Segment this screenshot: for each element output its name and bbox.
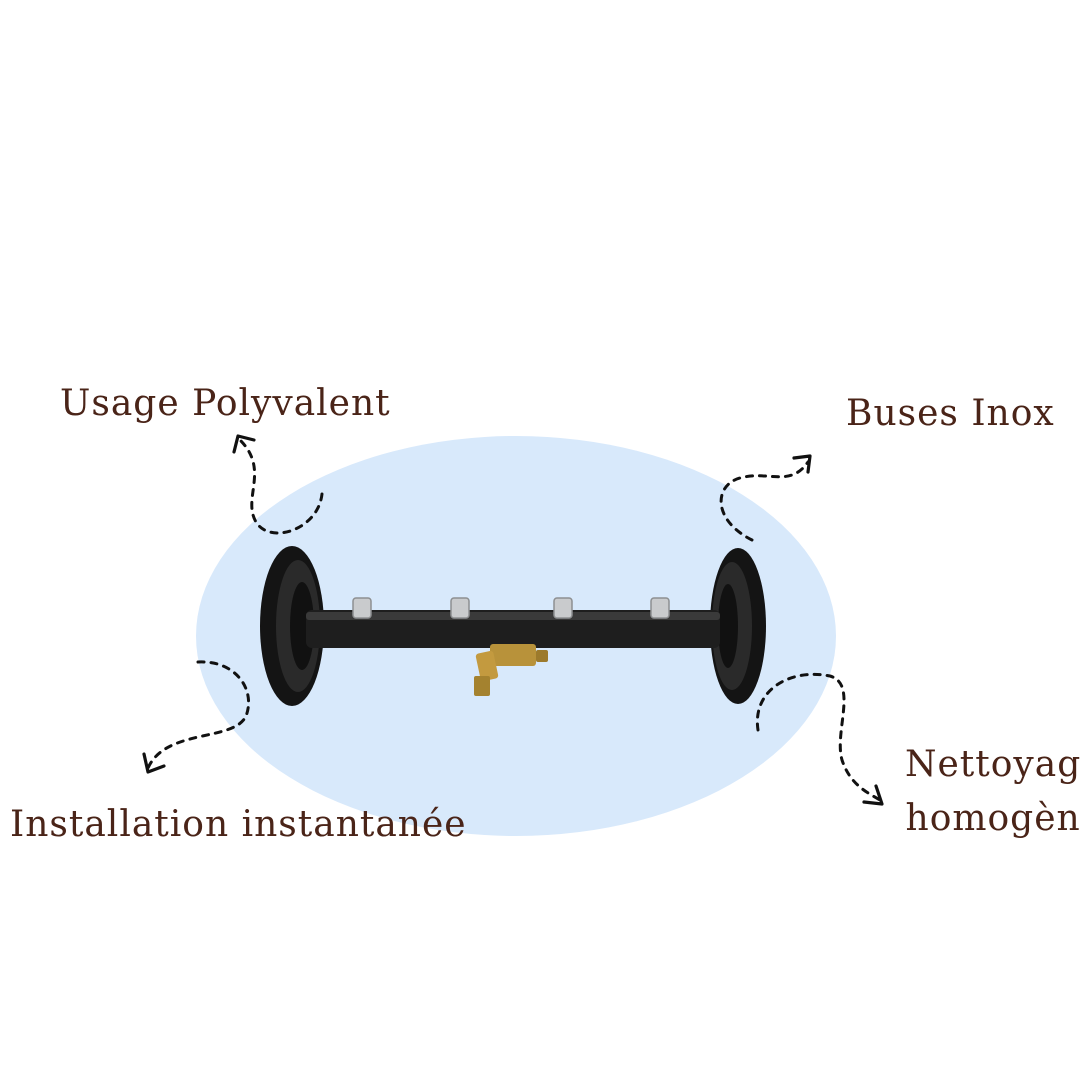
arrowhead-icon (142, 752, 166, 774)
arrowhead-icon (862, 784, 884, 806)
dotted-curved-arrow-icon (719, 460, 810, 542)
left-wheel (260, 546, 324, 706)
brass-fitting (474, 644, 548, 696)
arrowhead-icon (792, 454, 812, 474)
callout-nettoyage-homogene: Nettoyage homogène (905, 738, 1080, 846)
arrowhead-icon (232, 434, 256, 454)
product-image (260, 546, 766, 706)
dotted-curved-arrow-icon (238, 438, 324, 535)
nozzles (352, 597, 670, 619)
dotted-curved-arrow-icon (146, 660, 251, 770)
callout-installation-instantanee: Installation instantanée (10, 804, 467, 845)
callout-buses-inox: Buses Inox (846, 393, 1055, 434)
callout-usage-polyvalent: Usage Polyvalent (60, 383, 391, 424)
callout-nettoyage-line1: Nettoyage (905, 744, 1080, 785)
right-wheel (710, 548, 766, 704)
callout-nettoyage-line2: homogène (905, 798, 1080, 839)
dotted-curved-arrow-icon (755, 672, 882, 802)
